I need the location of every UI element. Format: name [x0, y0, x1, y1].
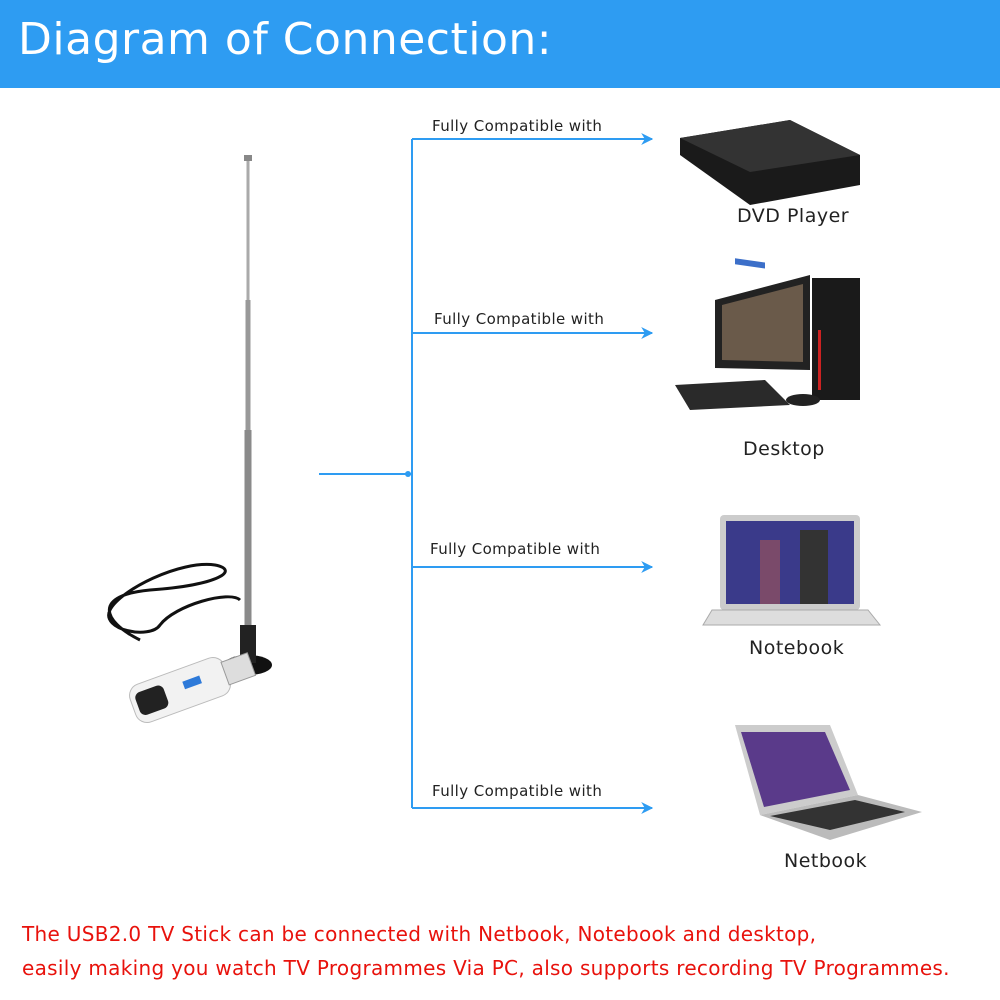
dvd-player-icon [680, 120, 860, 269]
desktop-computer-icon [675, 275, 860, 410]
connection-label-notebook: Fully Compatible with [430, 540, 601, 558]
netbook-laptop-icon [735, 725, 922, 840]
device-name-desktop: Desktop [743, 438, 825, 460]
header-banner: Diagram of Connection: [0, 0, 1000, 88]
connection-label-desktop: Fully Compatible with [434, 310, 605, 328]
connection-label-netbook: Fully Compatible with [432, 782, 603, 800]
device-name-dvd: DVD Player [737, 205, 850, 227]
device-name-netbook: Netbook [784, 850, 868, 872]
usb-tv-stick-with-antenna-icon [107, 155, 272, 724]
page-title: Diagram of Connection: [18, 14, 553, 65]
footer-text-line2: easily making you watch TV Programmes Vi… [22, 956, 950, 980]
footer-text-line1: The USB2.0 TV Stick can be connected wit… [22, 922, 817, 946]
connector-lines [319, 133, 654, 814]
notebook-laptop-icon [702, 515, 882, 626]
junction-dot [405, 471, 411, 477]
device-name-notebook: Notebook [749, 637, 845, 659]
connection-label-dvd: Fully Compatible with [432, 117, 603, 135]
